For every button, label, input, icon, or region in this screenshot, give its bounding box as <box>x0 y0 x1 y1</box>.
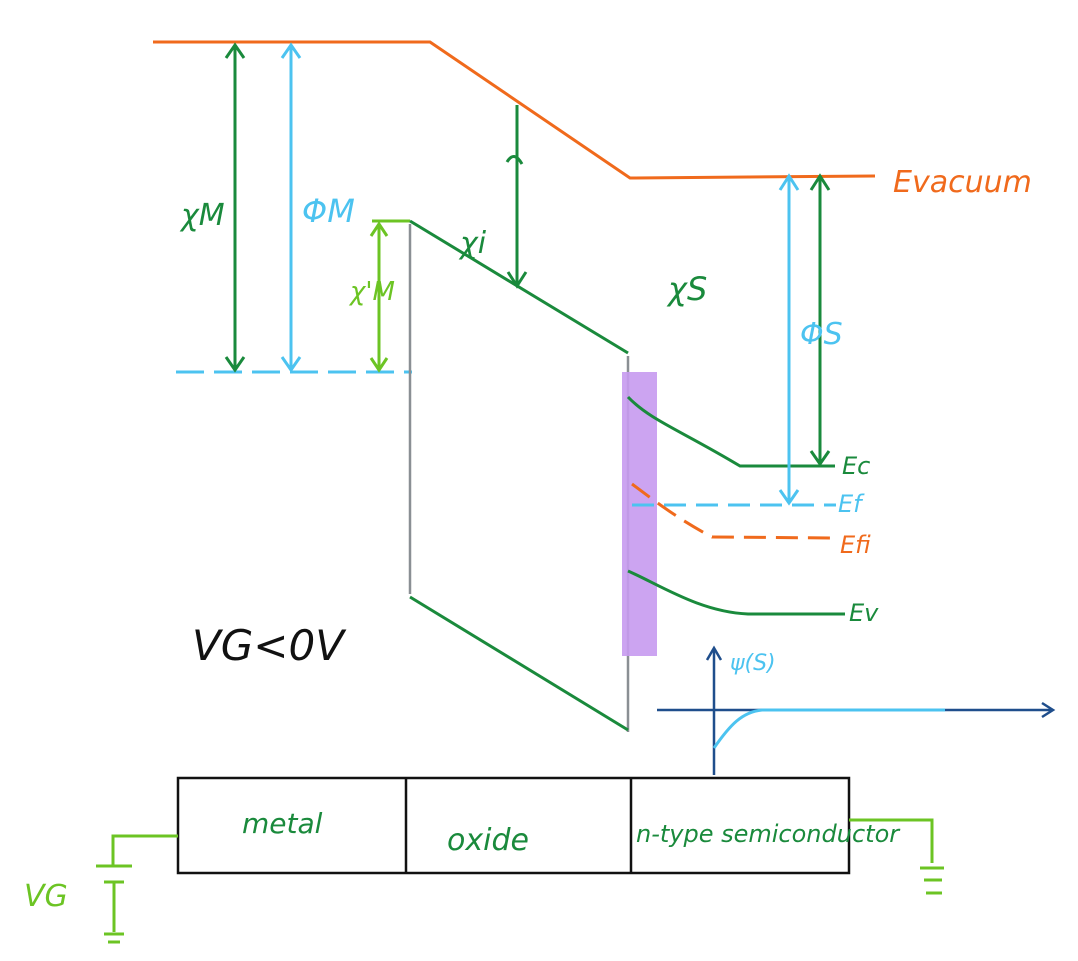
chi-m-prime-arrow <box>369 221 389 373</box>
semiconductor-ev-band <box>627 569 845 616</box>
vg-condition-label: VG<0V <box>192 621 347 670</box>
chi-i-arrow <box>505 105 528 289</box>
oxide-valence-band <box>409 595 629 732</box>
semiconductor-efi-band <box>631 482 837 540</box>
depletion-region <box>622 372 657 656</box>
chi-i-label: χi <box>458 226 487 261</box>
oxide-label: oxide <box>447 823 529 858</box>
phi-s-arrow <box>778 173 800 506</box>
semiconductor-ec-band <box>626 395 835 468</box>
efi-label: Efi <box>840 531 871 559</box>
oxide-conduction-band <box>409 219 629 355</box>
phi-m-arrow <box>280 42 302 373</box>
psi-s-label: ψ(S) <box>730 651 776 676</box>
chi-s-arrow <box>809 173 831 467</box>
evacuum-label: Evacuum <box>893 165 1032 200</box>
metal-label: metal <box>242 807 323 840</box>
phi-m-label: ΦM <box>302 192 355 230</box>
surface-potential-curve <box>712 708 945 749</box>
mos-structure-outline <box>176 776 851 875</box>
vg-label: VG <box>24 879 68 914</box>
chi-m-arrow <box>224 42 246 373</box>
gate-battery-symbol <box>96 834 178 944</box>
semiconductor-label: n-type semiconductor <box>636 820 901 848</box>
ef-label: Ef <box>838 490 865 518</box>
chi-m-prime-label: χ'M <box>348 277 395 307</box>
ground-symbol <box>849 818 944 895</box>
vacuum-level-line <box>153 40 876 180</box>
ev-label: Ev <box>849 599 879 627</box>
phi-s-label: ΦS <box>800 317 843 352</box>
chi-s-label: χS <box>666 270 707 308</box>
ec-label: Ec <box>842 452 870 480</box>
chi-m-label: χM <box>179 198 225 233</box>
